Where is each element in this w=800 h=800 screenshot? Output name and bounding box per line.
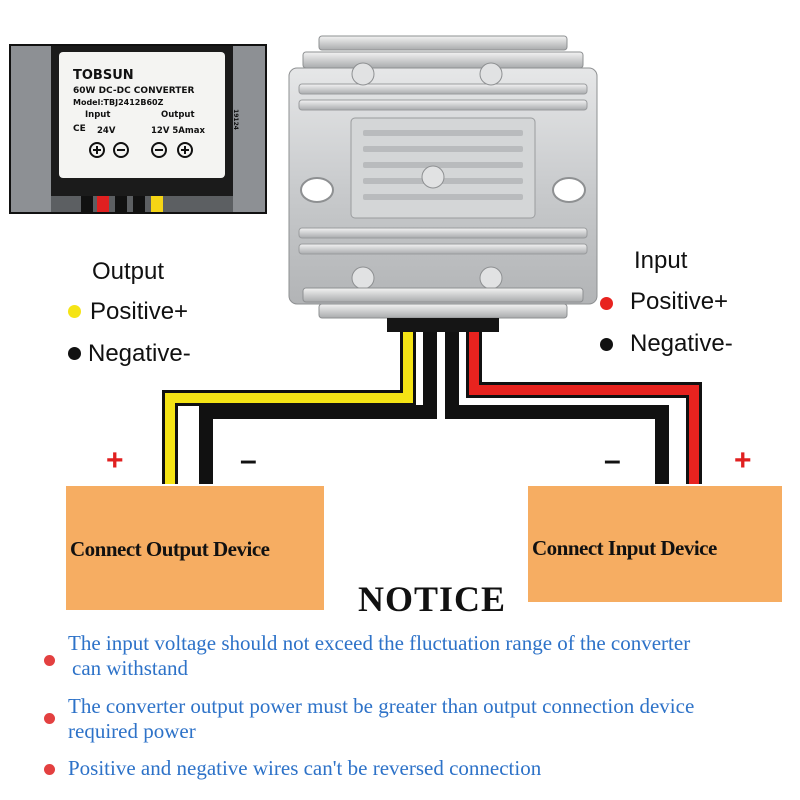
output-minus-sign: –: [240, 444, 257, 477]
label-title: 60W DC-DC CONVERTER: [73, 86, 195, 96]
label-output-rating: 12V 5Amax: [151, 126, 205, 136]
bullet-dot-icon: [44, 713, 55, 724]
notice-title: NOTICE: [358, 579, 507, 619]
output-plus-sign: +: [106, 444, 124, 477]
input-device-label: Connect Input Device: [532, 536, 717, 560]
label-ce-mark: CE: [73, 124, 86, 134]
label-output-heading: Output: [161, 110, 195, 120]
output-negative-label: Negative-: [88, 340, 191, 367]
input-positive-label: Positive+: [630, 288, 729, 315]
notice-item-1-line-1: The input voltage should not exceed the …: [68, 631, 691, 655]
input-negative-label: Negative-: [630, 330, 733, 357]
red-dot-icon: [600, 297, 613, 310]
yellow-dot-icon: [68, 305, 81, 318]
black-dot-icon: [600, 338, 613, 351]
output-negative-wire: [199, 332, 437, 484]
bullet-dot-icon: [44, 764, 55, 775]
notice-item-3-line-1: Positive and negative wires can't be rev…: [68, 756, 542, 780]
input-device-box: [528, 486, 782, 602]
input-plus-sign: +: [734, 444, 752, 477]
converter-device-illustration: [288, 35, 598, 332]
output-device-label: Connect Output Device: [70, 537, 270, 561]
label-photo-background: [11, 46, 265, 212]
label-brand: TOBSUN: [73, 68, 134, 83]
black-dot-icon: [68, 347, 81, 360]
output-positive-wire: [165, 332, 413, 484]
converter-label-photo: TOBSUN 60W DC-DC CONVERTER Model:TBJ2412…: [9, 44, 267, 214]
input-negative-wire: [445, 332, 669, 484]
label-input-heading: Input: [85, 110, 111, 120]
output-device-box: [66, 486, 324, 610]
label-model: Model:TBJ2412B60Z: [73, 98, 164, 107]
input-minus-sign: –: [604, 444, 621, 477]
notice-item-2-line-2: required power: [68, 719, 196, 743]
input-legend-title: Input: [634, 247, 688, 274]
label-input-voltage: 24V: [97, 126, 116, 136]
notice-item-1-line-2: can withstand: [72, 656, 189, 680]
bullet-dot-icon: [44, 655, 55, 666]
input-positive-wire: [469, 332, 699, 484]
notice-item-2-line-1: The converter output power must be great…: [68, 694, 695, 718]
output-legend-title: Output: [92, 258, 165, 285]
output-positive-label: Positive+: [90, 298, 189, 325]
